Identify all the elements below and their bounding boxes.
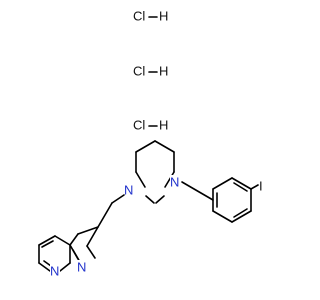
piperazine-n-aryl: N bbox=[170, 174, 179, 189]
pyridine-ring bbox=[38, 235, 71, 272]
structure-svg: Cl H Cl H Cl H I bbox=[38, 8, 263, 278]
c-i-bond bbox=[250, 184, 259, 190]
h-label-1: H bbox=[159, 8, 168, 23]
piperazine-n-benzyl: N bbox=[124, 182, 133, 197]
piperazine-ring bbox=[135, 140, 175, 204]
cl-label-1: Cl bbox=[133, 8, 145, 23]
hcl-2: Cl H bbox=[133, 63, 168, 78]
h-label-3: H bbox=[159, 117, 168, 132]
hcl-3: Cl H bbox=[133, 117, 168, 132]
cl-label-2: Cl bbox=[133, 63, 145, 78]
pyrrole-n-label: N bbox=[77, 259, 86, 274]
iodophenyl-ring bbox=[212, 177, 259, 223]
hcl-1: Cl H bbox=[133, 8, 168, 23]
ch2-bond-b bbox=[97, 202, 113, 228]
pyridine-n-label: N bbox=[50, 263, 59, 278]
ch2-bond-a bbox=[111, 194, 125, 204]
molecule-diagram: Cl H Cl H Cl H I bbox=[38, 8, 263, 278]
pyrrole-ring bbox=[69, 226, 99, 263]
iodine-label: I bbox=[259, 178, 263, 193]
cl-label-3: Cl bbox=[133, 117, 145, 132]
aryl-n-bond bbox=[181, 181, 214, 201]
h-label-2: H bbox=[159, 63, 168, 78]
